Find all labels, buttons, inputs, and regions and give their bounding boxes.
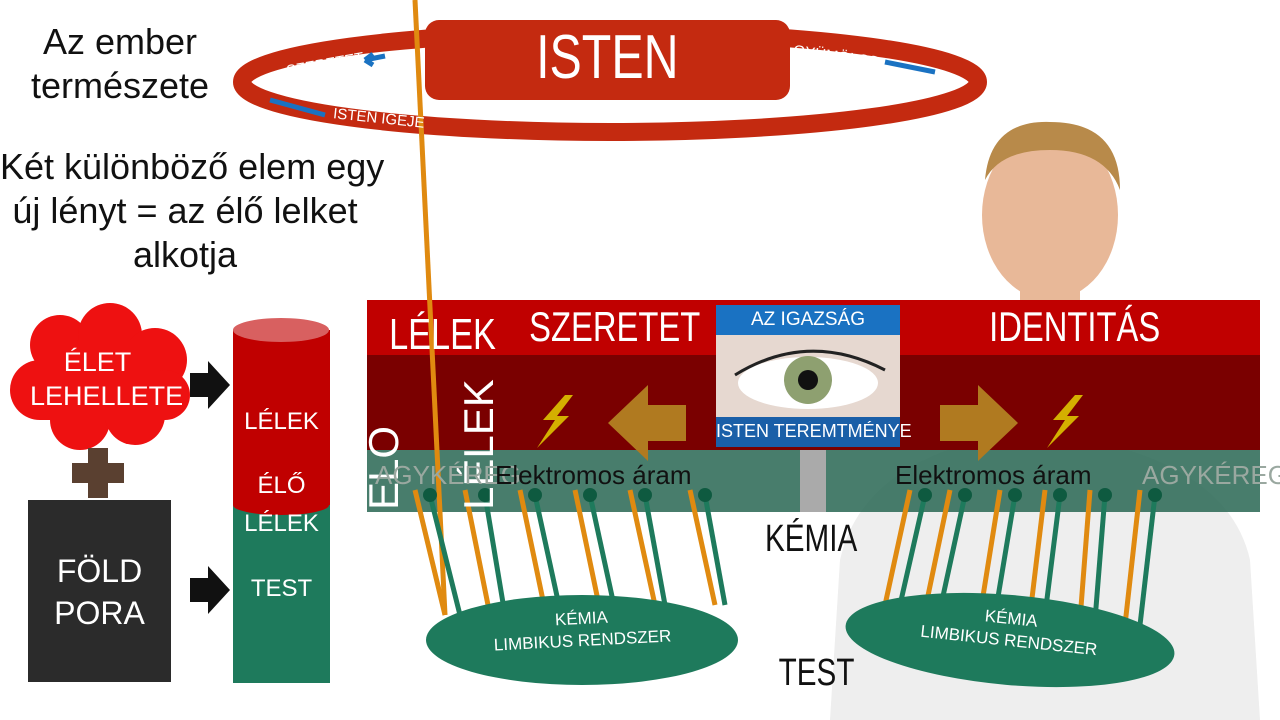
cortex-left: AGYKÉREG: [375, 460, 521, 490]
divider: [800, 450, 826, 512]
isten-label: ISTEN: [536, 23, 679, 92]
arrow-right-icon: [940, 385, 1018, 461]
title-line: Az ember: [42, 21, 198, 62]
label: ÉLET: [63, 347, 132, 377]
label: LEHELLETE: [30, 381, 184, 411]
cylinder-label-elo: ÉLŐ: [257, 472, 306, 499]
arrow-left-icon: [608, 385, 686, 461]
cylinder-label-lelek2: LÉLEK: [244, 510, 319, 537]
current-left: Elektromos áram: [495, 460, 692, 490]
dust-of-earth: FÖLD PORA: [28, 550, 171, 634]
isten-box: [425, 20, 790, 100]
desc-line: Két különböző elem egy: [0, 146, 385, 187]
title: Az ember természete: [20, 20, 220, 108]
kemia-label: KÉMIA: [765, 518, 858, 560]
lightning-icon: [1047, 395, 1083, 448]
cloud-shape: [10, 303, 190, 450]
desc-line: új lényt = az élő lelket: [12, 190, 358, 231]
test-label: TEST: [778, 652, 855, 694]
arrow-right-icon: [190, 361, 230, 409]
cortex-right: AGYKÉREG: [1142, 460, 1280, 490]
arrow-right-icon: [269, 97, 326, 118]
cylinder-label-lelek: LÉLEK: [244, 408, 319, 435]
eye-label-creation: ISTEN TEREMTMÉNYE: [716, 421, 912, 441]
cylinder-soul: [233, 330, 330, 505]
limbic-right: [845, 592, 1175, 688]
panel-lelek: LÉLEK: [389, 310, 496, 359]
desc-line: alkotja: [132, 234, 238, 275]
person-face: [982, 130, 1118, 300]
panel-szeretet: SZERETET: [529, 303, 701, 350]
arrow-left-icon: [884, 59, 936, 75]
panel-identitas: IDENTITÁS: [989, 303, 1161, 350]
breath-of-life: ÉLET LEHELLETE: [30, 345, 184, 413]
label: FÖLD: [56, 553, 143, 589]
person-hair: [985, 121, 1120, 190]
earth-box: [28, 500, 171, 682]
label: PORA: [54, 595, 145, 631]
title-line: természete: [30, 65, 210, 106]
neuron-lines: [412, 0, 1158, 626]
limbic-left: [426, 595, 738, 685]
lightning-icon: [537, 395, 573, 448]
cylinder-body: [233, 505, 330, 683]
current-right: Elektromos áram: [895, 460, 1092, 490]
eye-label-truth: AZ IGAZSÁG: [750, 309, 866, 330]
arrow-right-icon: [190, 566, 230, 614]
cylinder-label-test: TEST: [250, 575, 313, 602]
arrow-left-icon: [363, 52, 386, 68]
description: Két különböző elem egy új lényt = az élő…: [0, 145, 385, 277]
